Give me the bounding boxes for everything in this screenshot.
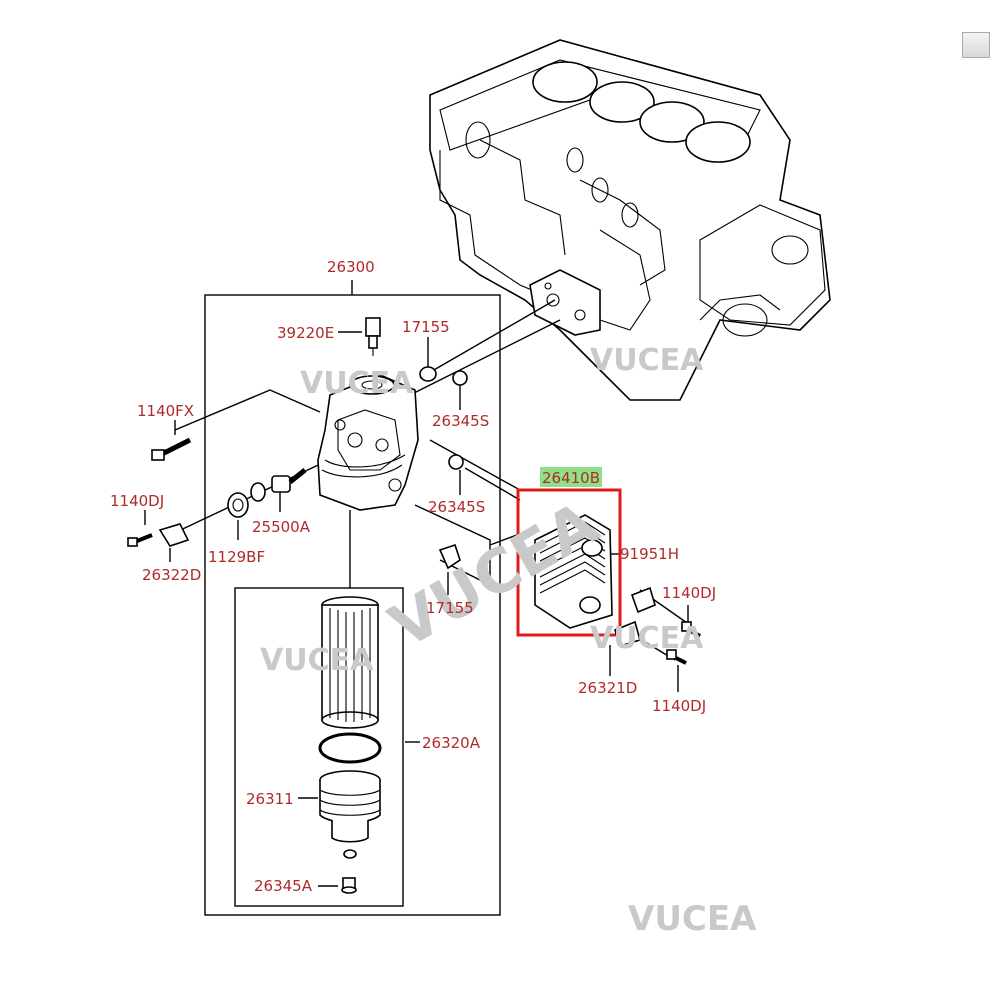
oil-pressure-sensor <box>365 317 381 356</box>
o-ring-17155-top <box>419 366 437 382</box>
drain-plug-26345a <box>341 877 357 894</box>
o-ring-26320a <box>318 732 382 764</box>
plug-1129bf <box>227 492 249 518</box>
label-1140dj-right-bottom: 1140DJ <box>652 697 706 715</box>
gasket-26345s-mid <box>448 454 464 470</box>
highlight-tag <box>540 467 602 487</box>
bolt-1140dj-left <box>127 533 153 547</box>
label-1140dj-left: 1140DJ <box>110 492 164 510</box>
label-39220e: 39220E <box>277 324 334 342</box>
label-26311: 26311 <box>246 790 294 808</box>
label-91951h: 91951H <box>620 545 679 563</box>
label-1140dj-right-top: 1140DJ <box>662 584 716 602</box>
bolt-1140fx <box>151 437 192 461</box>
label-26320a: 26320A <box>422 734 481 752</box>
gasket-17155-lower <box>438 543 461 570</box>
label-1140fx: 1140FX <box>137 402 194 420</box>
label-26345a: 26345A <box>254 877 313 895</box>
label-17155-lower: 17155 <box>426 599 474 617</box>
gasket-26345s-top <box>452 370 468 386</box>
watermark-1: VUCEA <box>300 366 414 401</box>
label-26410b: 26410B <box>542 469 600 487</box>
label-26345s-mid: 26345S <box>428 498 485 516</box>
watermark-2: VUCEA <box>590 343 704 378</box>
bracket-91951h <box>630 586 656 614</box>
label-26300: 26300 <box>327 258 375 276</box>
oil-cooler <box>534 514 613 629</box>
bolt-1140dj-right-bottom <box>666 649 687 665</box>
engine-block <box>429 39 831 401</box>
relief-valve-25500a <box>271 468 307 493</box>
watermark-4: VUCEA <box>260 643 374 678</box>
bracket-26321d <box>614 620 641 647</box>
o-ring-25500a <box>250 482 266 502</box>
o-ring-small <box>343 849 357 859</box>
leader-lines <box>144 280 691 916</box>
label-26321d: 26321D <box>578 679 637 697</box>
bracket-26322d <box>158 523 190 547</box>
label-25500a: 25500A <box>252 518 311 536</box>
bolt-1140dj-right-top <box>681 621 701 638</box>
filter-element <box>321 596 379 729</box>
label-17155-top: 17155 <box>402 318 450 336</box>
filter-housing <box>317 374 419 511</box>
watermark-5: VUCEA <box>590 621 704 656</box>
label-26322d: 26322D <box>142 566 201 584</box>
watermark-6: VUCEA <box>628 899 757 939</box>
filter-cap <box>319 770 381 843</box>
label-26345s-top: 26345S <box>432 412 489 430</box>
highlight-box <box>516 488 622 637</box>
corner-button[interactable] <box>962 32 990 58</box>
label-1129bf: 1129BF <box>208 548 265 566</box>
